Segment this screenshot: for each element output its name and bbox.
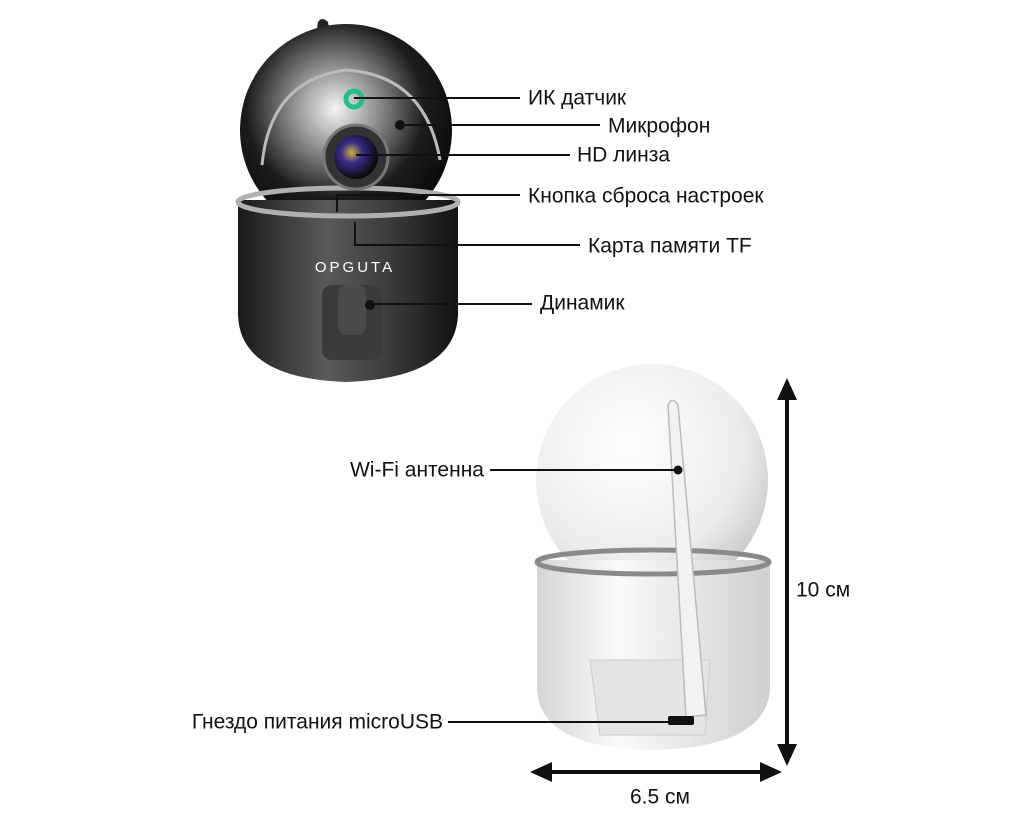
front-camera: OPGUTA	[235, 19, 461, 382]
label-power-socket: Гнездо питания microUSB	[191, 710, 443, 734]
microusb-port	[668, 716, 694, 725]
dimension-arrows	[530, 378, 797, 782]
label-wifi-antenna: Wi-Fi антенна	[349, 458, 484, 482]
label-reset-button: Кнопка сброса настроек	[528, 184, 764, 208]
label-microphone: Микрофон	[608, 114, 711, 138]
back-leader-lines	[448, 465, 683, 723]
label-ir-sensor: ИК датчик	[528, 86, 627, 110]
brand-logo: OPGUTA	[315, 259, 395, 276]
wifi-antenna	[667, 399, 707, 718]
back-camera	[534, 364, 772, 750]
label-hd-lens: HD линза	[577, 143, 671, 167]
label-width: 6.5 см	[630, 785, 690, 809]
label-height: 10 см	[796, 578, 851, 602]
front-leader-lines	[336, 97, 600, 310]
label-speaker: Динамик	[540, 291, 625, 315]
label-tf-card: Карта памяти TF	[588, 234, 752, 258]
